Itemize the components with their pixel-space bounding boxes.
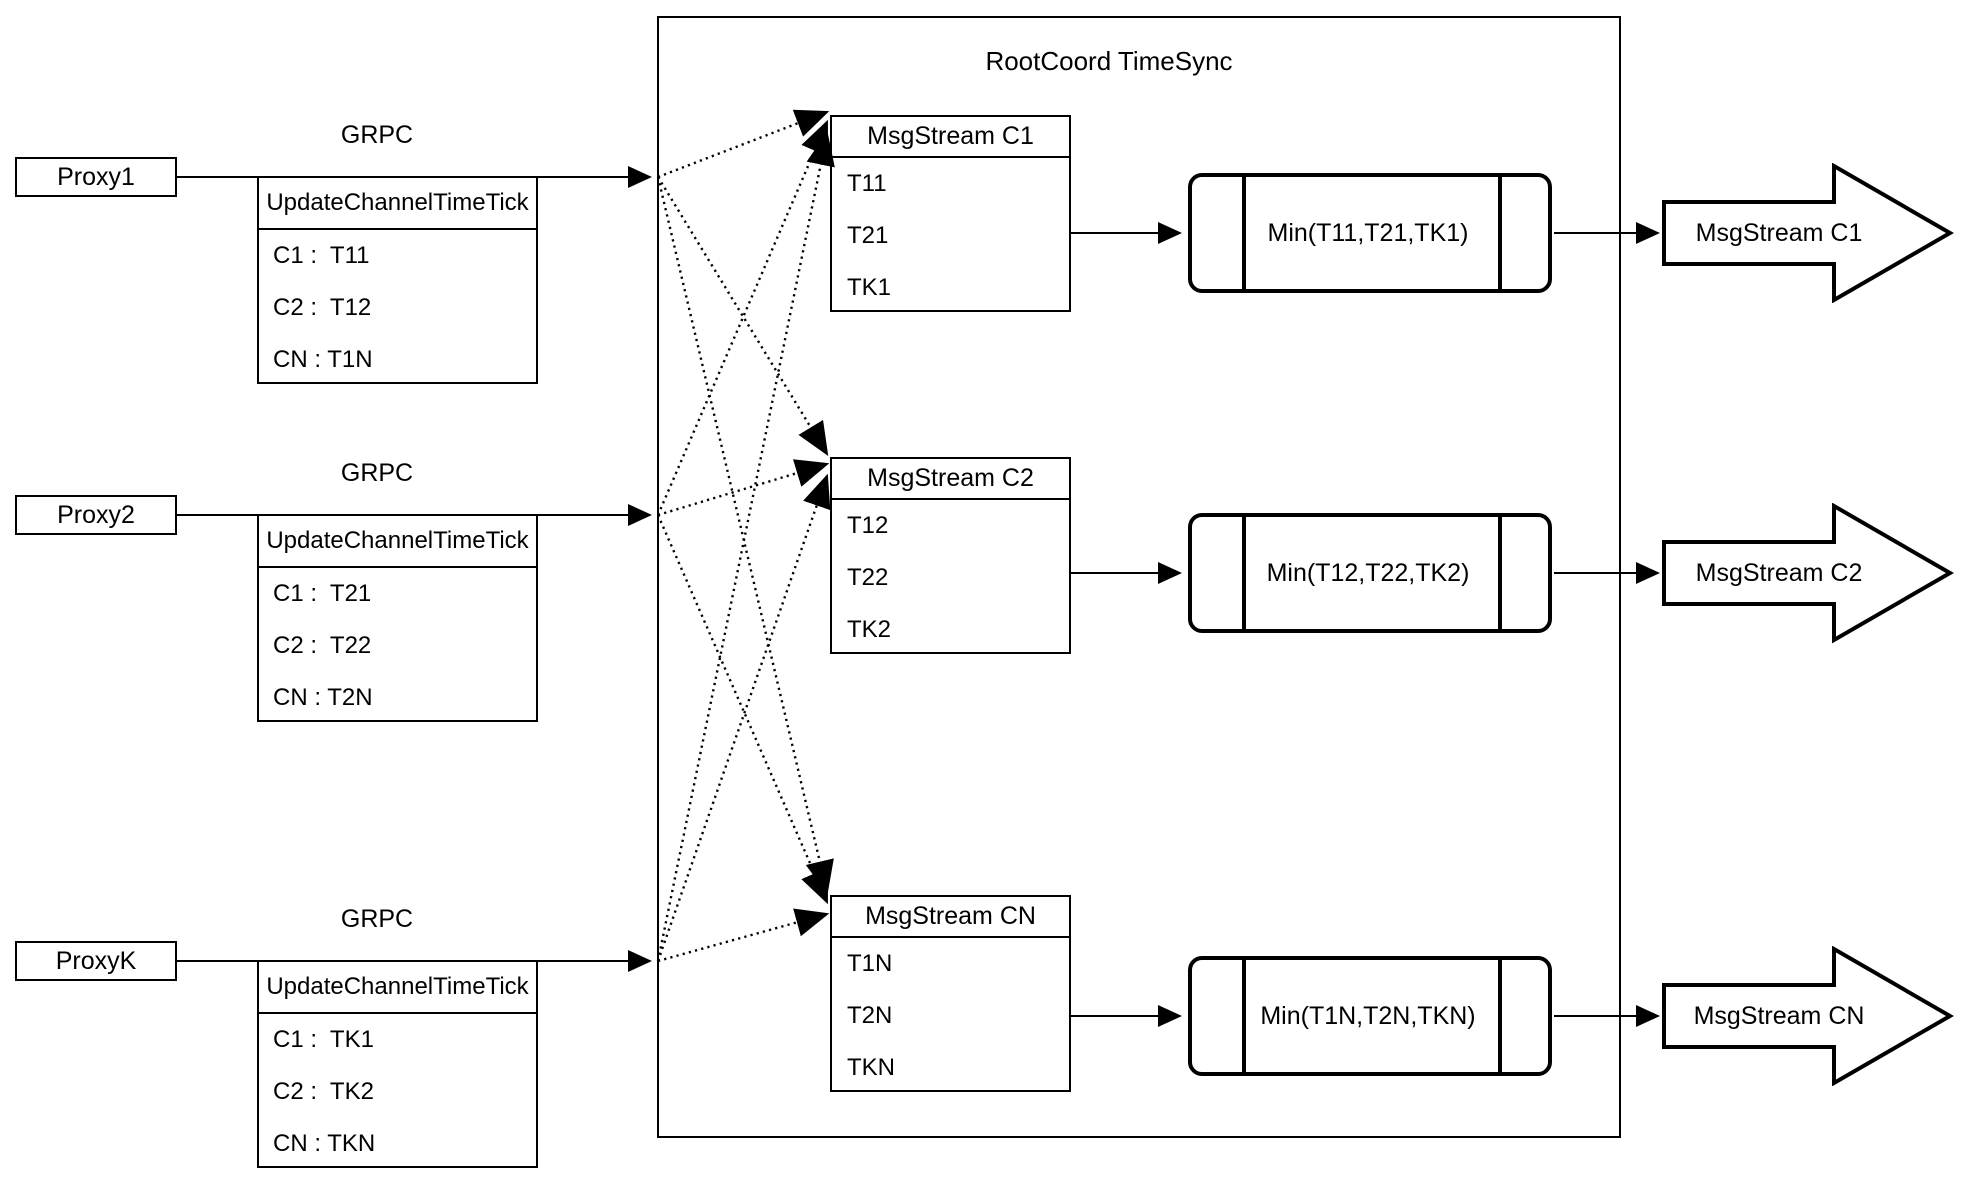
table-row: T1N — [847, 950, 893, 977]
min-reducer-box-row1: Min(T11,T21,TK1) — [1188, 173, 1552, 293]
update-timetick-table-row2: UpdateChannelTimeTick C1 : T21 C2 : T22 … — [257, 514, 538, 722]
proxy1-label: Proxy1 — [57, 162, 135, 191]
msgstream-table-header: MsgStream C2 — [832, 459, 1069, 500]
proxyk-label: ProxyK — [55, 946, 137, 975]
queue-bar-left — [1242, 960, 1246, 1072]
table-row: C1 : T11 — [273, 242, 370, 269]
rootcoord-timesync-title: RootCoord TimeSync — [985, 46, 1233, 76]
min-label-row2: Min(T12,T22,TK2) — [1266, 558, 1470, 587]
min-reducer-box-row2: Min(T12,T22,TK2) — [1188, 513, 1552, 633]
msgstream-table-cn: MsgStream CN T1N T2N TKN — [830, 895, 1071, 1092]
table-row: C2 : T22 — [273, 632, 372, 659]
table-row: CN : TKN — [273, 1130, 376, 1157]
grpc-label-row2: GRPC — [340, 458, 414, 487]
proxyk-box: ProxyK — [15, 941, 177, 981]
queue-bar-left — [1242, 517, 1246, 629]
output-arrow-label-row3: MsgStream CN — [1693, 1001, 1865, 1030]
min-label-row1: Min(T11,T21,TK1) — [1267, 218, 1469, 247]
table-row: TK2 — [847, 616, 892, 643]
msgstream-table-header: MsgStream CN — [832, 897, 1069, 938]
table-row: T22 — [847, 564, 889, 591]
table-row: C1 : T21 — [273, 580, 372, 607]
output-arrow-label-row1: MsgStream C1 — [1695, 218, 1863, 247]
output-arrow-label-row2: MsgStream C2 — [1695, 558, 1863, 587]
min-label-row3: Min(T1N,T2N,TKN) — [1260, 1001, 1476, 1030]
output-arrow-row1: MsgStream C1 — [1662, 162, 1954, 304]
queue-bar-right — [1498, 517, 1502, 629]
table-row: CN : T1N — [273, 346, 373, 373]
big-arrow-shape-icon — [1662, 945, 1954, 1087]
msgstream-table-c1: MsgStream C1 T11 T21 TK1 — [830, 115, 1071, 312]
update-timetick-header: UpdateChannelTimeTick — [259, 962, 536, 1014]
queue-bar-right — [1498, 177, 1502, 289]
table-row: T21 — [847, 222, 889, 249]
big-arrow-shape-icon — [1662, 502, 1954, 644]
table-row: TK1 — [847, 274, 892, 301]
msgstream-table-c2: MsgStream C2 T12 T22 TK2 — [830, 457, 1071, 654]
queue-bar-right — [1498, 960, 1502, 1072]
proxy2-label: Proxy2 — [57, 500, 135, 529]
table-row: T2N — [847, 1002, 893, 1029]
output-arrow-row3: MsgStream CN — [1662, 945, 1954, 1087]
update-timetick-table-row3: UpdateChannelTimeTick C1 : TK1 C2 : TK2 … — [257, 960, 538, 1168]
proxy2-box: Proxy2 — [15, 495, 177, 535]
update-timetick-header: UpdateChannelTimeTick — [259, 178, 536, 230]
grpc-label-row1: GRPC — [340, 120, 414, 149]
table-row: C1 : TK1 — [273, 1026, 374, 1053]
table-row: T11 — [847, 170, 887, 197]
msgstream-table-header: MsgStream C1 — [832, 117, 1069, 158]
grpc-label-row3: GRPC — [340, 904, 414, 933]
update-timetick-table-row1: UpdateChannelTimeTick C1 : T11 C2 : T12 … — [257, 176, 538, 384]
table-row: C2 : TK2 — [273, 1078, 374, 1105]
min-reducer-box-row3: Min(T1N,T2N,TKN) — [1188, 956, 1552, 1076]
table-row: TKN — [847, 1054, 895, 1081]
big-arrow-shape-icon — [1662, 162, 1954, 304]
update-timetick-header: UpdateChannelTimeTick — [259, 516, 536, 568]
table-row: T12 — [847, 512, 889, 539]
table-row: C2 : T12 — [273, 294, 372, 321]
proxy1-box: Proxy1 — [15, 157, 177, 197]
output-arrow-row2: MsgStream C2 — [1662, 502, 1954, 644]
table-row: CN : T2N — [273, 684, 373, 711]
queue-bar-left — [1242, 177, 1246, 289]
